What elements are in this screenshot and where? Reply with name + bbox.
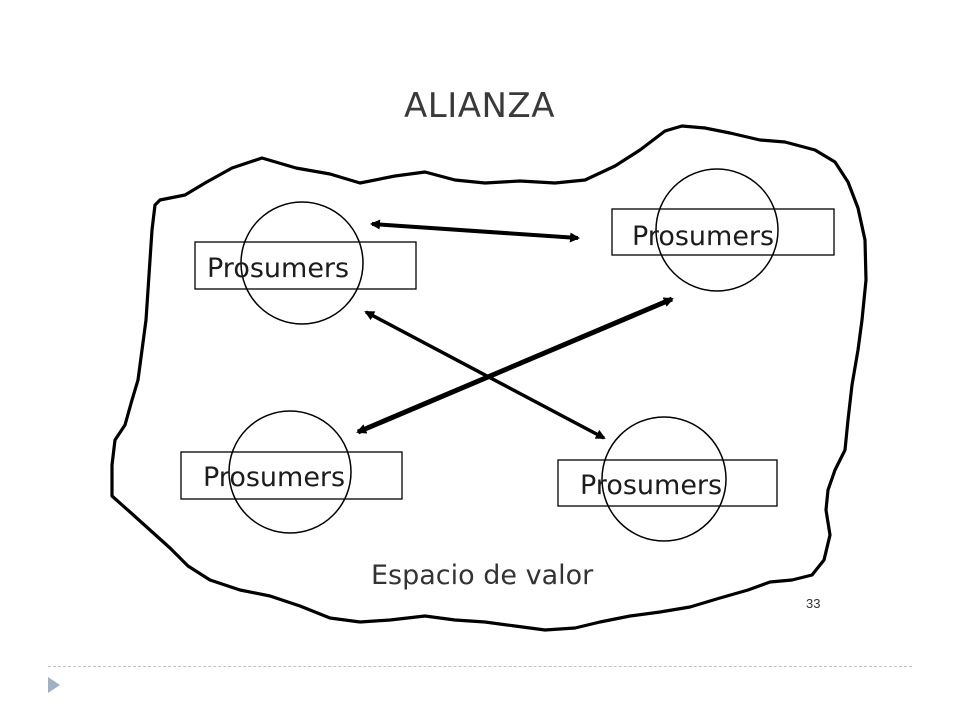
node-circle [228, 410, 352, 534]
node-circle [655, 168, 779, 292]
node-top-left: Prosumers [194, 201, 417, 325]
node-box [194, 241, 417, 290]
link-top-left-top-right [370, 219, 580, 243]
node-circle [601, 416, 727, 542]
node-top-right: Prosumers [611, 168, 835, 292]
node-bottom-right: Prosumers [557, 416, 778, 542]
node-label: Prosumers [632, 221, 774, 252]
triangle-bullet-icon [48, 677, 60, 693]
value-space-caption: Espacio de valor [371, 560, 594, 591]
node-box [180, 451, 403, 500]
node-label: Prosumers [203, 462, 345, 493]
link-bottom-left-top-right [356, 296, 674, 435]
node-circle [240, 201, 364, 325]
footer-divider [48, 666, 912, 667]
node-label: Prosumers [207, 253, 349, 284]
node-box [611, 208, 835, 256]
slide-title: ALIANZA [404, 86, 555, 126]
node-label: Prosumers [580, 470, 722, 501]
value-space-boundary [110, 124, 868, 632]
link-top-left-bottom-right [364, 310, 606, 440]
node-box [557, 459, 778, 507]
page-number: 33 [806, 596, 821, 611]
node-bottom-left: Prosumers [180, 410, 403, 534]
